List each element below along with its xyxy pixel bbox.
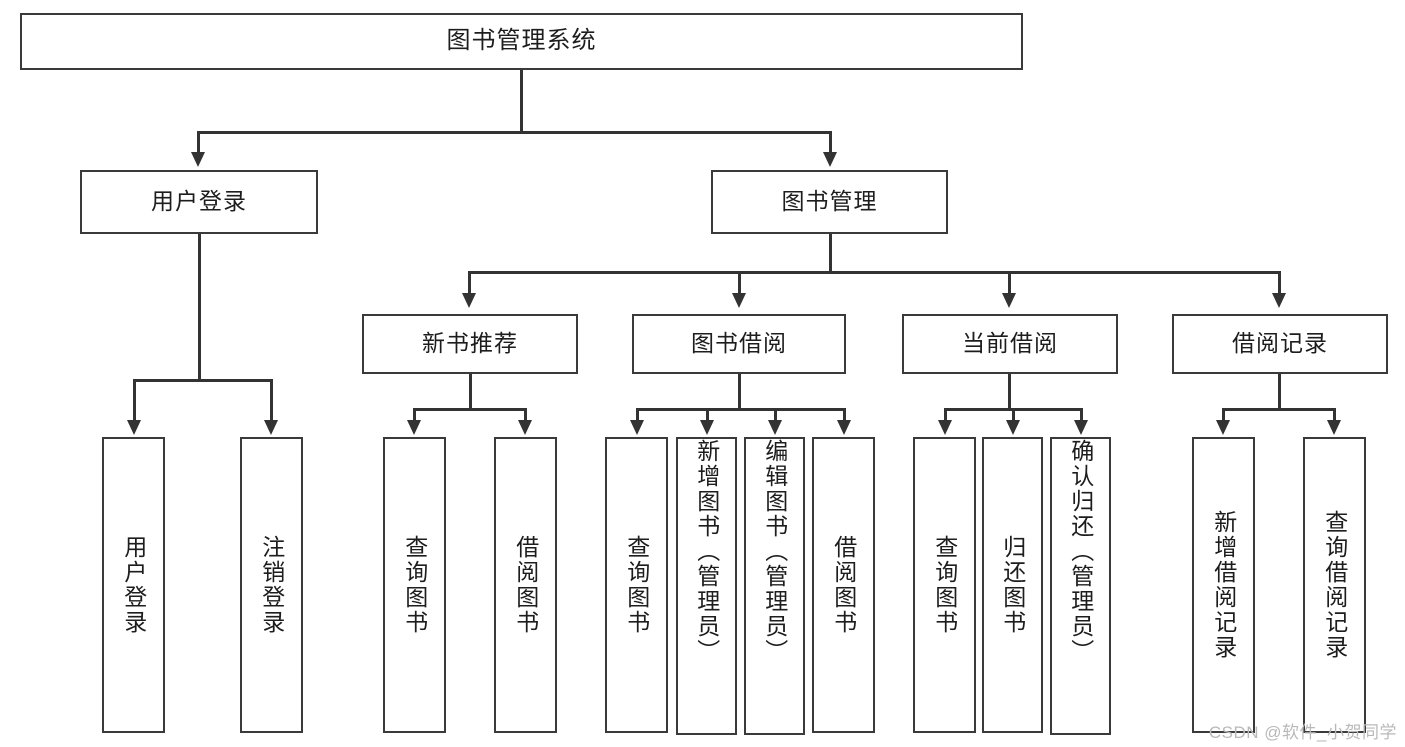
connector-new-book-to-leaf-1 [413,408,416,422]
connector-book-manage-to-new-book [468,271,471,295]
connector-root-stem [520,70,523,132]
leaf-new-book-borrow[interactable]: 借阅图书 [494,437,557,733]
leaf-borrow-edit-book[interactable]: 编辑图书（管理员） [744,437,805,735]
connector-book-borrow-stem [738,374,741,409]
arrow-user-login-to-leaf-1 [127,420,141,435]
leaf-user-login[interactable]: 用户登录 [102,437,165,733]
connector-book-borrow-to-leaf-1 [636,408,639,422]
leaf-borrow-borrow-book[interactable]: 借阅图书 [812,437,875,733]
node-root-system[interactable]: 图书管理系统 [20,13,1023,70]
connector-new-book-bar [413,408,527,411]
node-label: 归还图书 [999,535,1026,635]
node-label: 用户登录 [151,188,247,215]
node-label: 当前借阅 [962,330,1058,357]
leaf-current-return-book[interactable]: 归还图书 [982,437,1043,733]
arrow-book-borrow-to-leaf-2 [700,420,714,435]
connector-borrow-record-to-leaf-2 [1333,408,1336,422]
node-label: 新书推荐 [422,330,518,357]
arrow-new-book-to-leaf-1 [407,420,421,435]
arrow-book-borrow-to-leaf-1 [630,420,644,435]
arrow-book-manage-to-borrow [732,293,746,308]
connector-root-to-user-login [197,131,200,154]
arrow-current-borrow-to-leaf-2 [1006,420,1020,435]
connector-book-borrow-to-leaf-4 [843,408,846,422]
connector-new-book-stem [469,374,472,409]
connector-root-to-book-manage [829,131,832,154]
arrow-user-login-to-leaf-2 [264,420,278,435]
connector-borrow-record-bar [1222,408,1336,411]
connector-current-borrow-to-leaf-2 [1012,408,1015,422]
arrow-book-manage-to-record [1272,293,1286,308]
leaf-user-logout[interactable]: 注销登录 [240,437,303,733]
arrow-borrow-record-to-leaf-1 [1216,420,1230,435]
node-label: 查询图书 [401,535,428,635]
connector-borrow-record-to-leaf-1 [1222,408,1225,422]
node-label: 新增借阅记录 [1210,510,1237,660]
node-label: 查询图书 [931,535,958,635]
connector-book-manage-stem [829,234,832,272]
node-borrow-record[interactable]: 借阅记录 [1172,314,1388,374]
node-label: 图书管理 [781,188,878,215]
leaf-new-book-query[interactable]: 查询图书 [383,437,446,733]
connector-book-manage-to-borrow [738,271,741,295]
leaf-record-add[interactable]: 新增借阅记录 [1192,437,1255,733]
node-new-book-recommend[interactable]: 新书推荐 [362,314,578,374]
connector-user-login-to-leaf-1 [133,379,136,422]
connector-book-borrow-to-leaf-3 [774,408,777,422]
connector-current-borrow-to-leaf-3 [1080,408,1083,422]
node-book-borrow[interactable]: 图书借阅 [632,314,846,374]
leaf-borrow-query-book[interactable]: 查询图书 [605,437,668,733]
node-label: 查询借阅记录 [1321,510,1348,660]
node-user-login[interactable]: 用户登录 [80,170,318,234]
node-label: 新增图书（管理员） [693,439,720,664]
connector-book-borrow-to-leaf-2 [706,408,709,422]
arrow-root-to-user-login [191,152,205,167]
connector-borrow-record-stem [1278,374,1281,409]
node-book-management[interactable]: 图书管理 [711,170,948,234]
node-label: 图书借阅 [691,330,787,357]
arrow-new-book-to-leaf-2 [518,420,532,435]
node-current-borrow[interactable]: 当前借阅 [902,314,1118,374]
node-label: 图书管理系统 [446,27,597,55]
connector-user-login-stem [198,234,201,380]
node-label: 用户登录 [120,535,147,635]
connector-current-borrow-stem [1008,374,1011,409]
leaf-record-query[interactable]: 查询借阅记录 [1303,437,1366,733]
node-label: 查询图书 [623,535,650,635]
arrow-current-borrow-to-leaf-1 [938,420,952,435]
arrow-current-borrow-to-leaf-3 [1074,420,1088,435]
connector-book-manage-bar [468,271,1281,274]
connector-user-login-to-leaf-2 [270,379,273,422]
leaf-borrow-add-book[interactable]: 新增图书（管理员） [676,437,737,735]
connector-new-book-to-leaf-2 [524,408,527,422]
connector-current-borrow-to-leaf-1 [944,408,947,422]
leaf-current-confirm-return[interactable]: 确认归还（管理员） [1050,437,1111,735]
connector-user-login-bar [133,379,271,382]
node-label: 确认归还（管理员） [1067,439,1094,664]
connector-book-borrow-bar [636,408,845,411]
arrow-book-borrow-to-leaf-3 [768,420,782,435]
node-label: 注销登录 [258,535,285,635]
node-label: 借阅图书 [830,535,857,635]
arrow-borrow-record-to-leaf-2 [1327,420,1341,435]
node-label: 借阅图书 [512,535,539,635]
connector-root-bar [197,131,831,134]
node-label: 借阅记录 [1232,330,1328,357]
arrow-book-manage-to-current [1002,293,1016,308]
node-label: 编辑图书（管理员） [761,439,788,664]
leaf-current-query-book[interactable]: 查询图书 [913,437,976,733]
arrow-book-manage-to-new-book [462,293,476,308]
arrow-root-to-book-manage [823,152,837,167]
arrow-book-borrow-to-leaf-4 [837,420,851,435]
connector-book-manage-to-record [1278,271,1281,295]
connector-book-manage-to-current [1008,271,1011,295]
